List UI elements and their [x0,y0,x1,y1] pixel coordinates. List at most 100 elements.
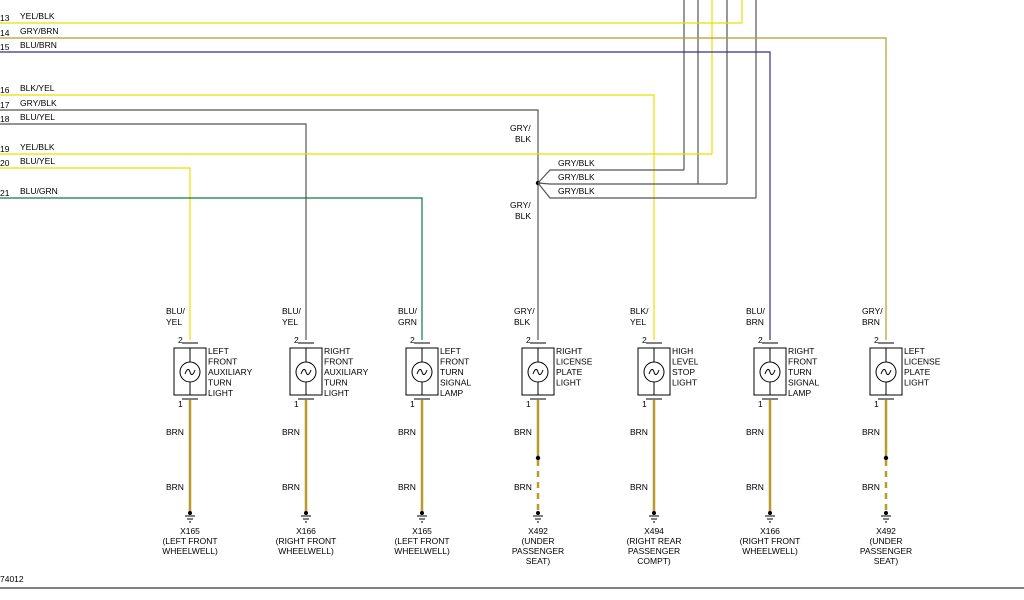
splice-branch [537,182,727,185]
ground-symbol-icon [417,515,427,523]
wire-number: 21 [0,188,10,198]
component-name-line: AUXILIARY [324,367,369,377]
component-name-line: TURN [788,367,812,377]
wire-color-label: GRY/BRN [20,26,59,36]
ground-wire-label: BRN [862,482,880,492]
component-name-line: LIGHT [672,378,697,388]
component-wire-label: BLU/ [282,306,302,316]
bus-wire [0,51,771,340]
ground-dot [884,511,888,515]
component-name-line: LICENSE [556,357,593,367]
component-name-line: FRONT [788,357,817,367]
ground-symbol-icon [765,515,775,523]
connector-dot [883,455,889,461]
wire-layer [0,0,887,340]
wire-number: 19 [0,144,10,154]
component-name-line: TURN [208,378,232,388]
component-name-line: RIGHT [324,346,350,356]
filament-icon [648,368,660,376]
splice-branch-label: GRY/BLK [558,158,595,168]
ground-location-line: (RIGHT REAR [626,536,681,546]
ground-wire-label: BRN [166,427,184,437]
ground-location-line: (RIGHT FRONT [276,536,337,546]
component-wire-label: BRN [746,317,764,327]
component-name-line: TURN [324,378,348,388]
ground-wire-label: BRN [862,427,880,437]
bus-wire [0,94,655,340]
ground-location-line: PASSENGER [860,546,912,556]
component-name-line: LEFT [440,346,461,356]
pin-number: 1 [758,399,763,409]
ground-wire-label: BRN [746,482,764,492]
ground-location-line: SEAT) [526,556,551,566]
pin-number: 1 [178,399,183,409]
ground-wire-label: BRN [630,427,648,437]
component-2: BLU/YEL21RIGHTFRONTAUXILIARYTURNLIGHTBRN… [276,306,369,556]
ground-location-line: (LEFT FRONT [394,536,449,546]
ground-location-line: COMPT) [637,556,671,566]
pin-number: 1 [526,399,531,409]
pin-number: 1 [874,399,879,409]
component-name-line: STOP [672,367,695,377]
ground-location-line: WHEELWELL) [742,546,798,556]
splice-branch-label: GRY/BLK [558,186,595,196]
pin-number: 2 [178,335,183,345]
ground-location-line: (LEFT FRONT [162,536,217,546]
ground-location-line: X166 [760,526,780,536]
ground-location-line: (UNDER [869,536,902,546]
component-name-line: LICENSE [904,357,941,367]
ground-location-line: PASSENGER [512,546,564,556]
wire-number: 17 [0,100,10,110]
ground-location-line: X492 [528,526,548,536]
component-wire-label: BRN [862,317,880,327]
splice-branch [537,182,756,199]
ground-symbol-icon [533,515,543,523]
ground-dot [768,511,772,515]
component-name-line: SIGNAL [440,378,471,388]
wire-color-label: GRY/BLK [20,98,57,108]
ground-location-line: (RIGHT FRONT [740,536,801,546]
ground-location-line: X165 [412,526,432,536]
ground-location-line: WHEELWELL) [394,546,450,556]
ground-wire-label: BRN [282,427,300,437]
component-wire-label: GRY/ [862,306,883,316]
connector-dot [535,455,541,461]
component-name-line: PLATE [904,367,931,377]
splice-branch-label: GRY/BLK [558,172,595,182]
splice-layer [535,169,756,199]
ground-location-line: WHEELWELL) [162,546,218,556]
ground-wire-label: BRN [398,482,416,492]
component-name-line: FRONT [324,357,353,367]
component-wire-label: GRN [398,317,417,327]
component-wire-label: BLU/ [398,306,418,316]
filament-icon [300,368,312,376]
pin-number: 2 [410,335,415,345]
component-wire-label: BLK/ [630,306,649,316]
ground-dot [420,511,424,515]
component-name-line: LEFT [904,346,925,356]
wire-color-label: BLU/YEL [20,112,55,122]
wire-color-label: BLU/BRN [20,40,57,50]
ground-wire-label: BRN [746,427,764,437]
wire-number: 14 [0,28,10,38]
filament-icon [532,368,544,376]
ground-wire-label: BRN [166,482,184,492]
wire-color-label: BLU/YEL [20,156,55,166]
ground-location-line: WHEELWELL) [278,546,334,556]
ground-dot [304,511,308,515]
component-name-line: LEFT [208,346,229,356]
wire-color-label: YEL/BLK [20,11,55,21]
ground-wire-label: BRN [282,482,300,492]
pin-number: 2 [526,335,531,345]
pin-number: 2 [642,335,647,345]
ground-dot [652,511,656,515]
pin-number: 1 [294,399,299,409]
component-7: GRY/BRN21LEFTLICENSEPLATELIGHTBRNBRNX492… [860,306,941,566]
pin-number: 1 [410,399,415,409]
component-name-line: LIGHT [904,378,929,388]
component-name-line: FRONT [440,357,469,367]
wire-number: 13 [0,13,10,23]
component-name-line: RIGHT [556,346,582,356]
component-name-line: TURN [440,367,464,377]
